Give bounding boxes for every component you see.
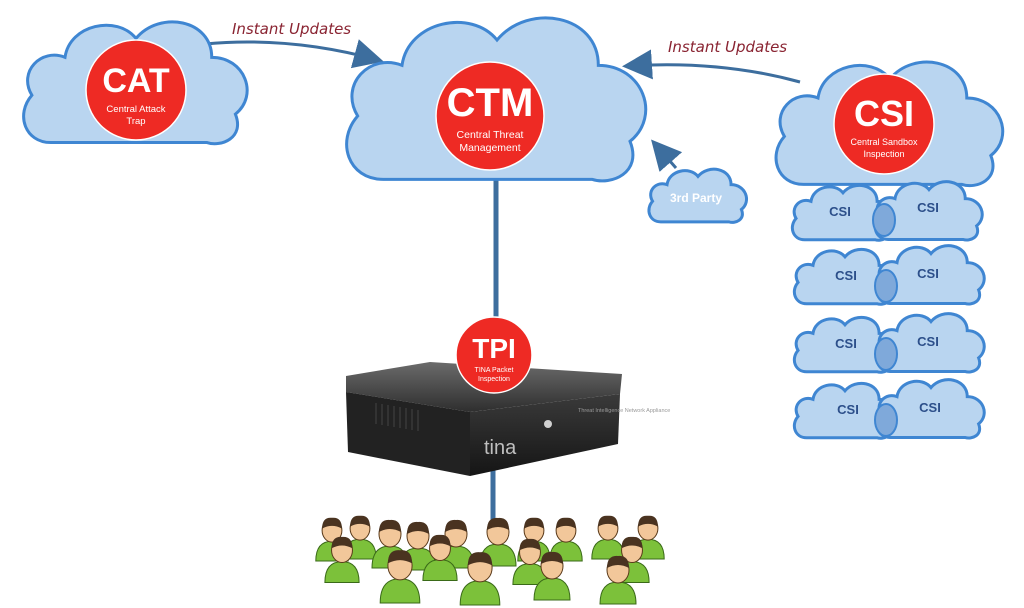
- csi-row-4: CSI CSI: [792, 377, 986, 440]
- cat-to-ctm-arrow: [204, 39, 384, 69]
- person-icon: [379, 550, 421, 604]
- csi-row-1-right: CSI: [917, 200, 939, 215]
- csi-row-1-left: CSI: [829, 204, 851, 219]
- csi-name-line2: Inspection: [863, 149, 904, 159]
- third-party-label: 3rd Party: [670, 191, 722, 205]
- ctm-badge: [435, 61, 545, 171]
- power-button: [544, 420, 552, 428]
- csi-row-4-right: CSI: [919, 400, 941, 415]
- csi-row-1: CSI CSI: [790, 179, 984, 242]
- csi-link-node: [872, 203, 896, 237]
- csi-badge: [833, 73, 935, 175]
- person-icon: [591, 515, 625, 560]
- instant-updates-right-label: Instant Updates: [668, 38, 787, 56]
- user-group-icon: [315, 515, 665, 606]
- csi-row-3: CSI CSI: [792, 311, 986, 374]
- csi-row-3-right: CSI: [917, 334, 939, 349]
- csi-link-node: [874, 337, 898, 371]
- ctm-abbr: CTM: [447, 81, 534, 125]
- ctm-name-line2: Management: [459, 142, 520, 154]
- csi-link-node: [874, 403, 898, 437]
- cat-badge: [85, 39, 187, 141]
- tpi-name-line1: TINA Packet: [475, 367, 514, 374]
- csi-grid: CSI CSI CSI CSI CSI CSI CSI CSI: [790, 179, 986, 440]
- device-brand: tina: [484, 437, 517, 459]
- person-icon: [324, 536, 360, 583]
- third-party-cloud: 3rd Party: [647, 167, 749, 225]
- person-icon: [422, 534, 458, 581]
- device-panel-text: Threat Intelligence Network Appliance: [578, 408, 670, 414]
- csi-row-2: CSI CSI: [792, 243, 986, 306]
- cat-name-line2: Trap: [126, 116, 145, 127]
- csi-link-node: [874, 269, 898, 303]
- csi-row-3-left: CSI: [835, 336, 857, 351]
- instant-updates-left-label: Instant Updates: [232, 20, 351, 38]
- third-party-to-ctm-arrow: [651, 139, 683, 172]
- person-icon: [533, 551, 571, 601]
- person-icon: [599, 555, 637, 605]
- csi-name-line1: Central Sandbox: [850, 137, 918, 147]
- csi-row-2-right: CSI: [917, 266, 939, 281]
- tpi-abbr: TPI: [472, 333, 516, 364]
- csi-row-2-left: CSI: [835, 268, 857, 283]
- cat-abbr: CAT: [102, 62, 170, 100]
- person-icon: [512, 538, 548, 585]
- cat-name-line1: Central Attack: [106, 104, 165, 115]
- csi-row-4-left: CSI: [837, 402, 859, 417]
- person-icon: [631, 515, 665, 560]
- csi-to-ctm-arrow: [622, 49, 801, 84]
- vent-slots: [375, 403, 419, 431]
- tpi-name-line2: Inspection: [478, 376, 510, 383]
- person-icon: [459, 552, 501, 606]
- ctm-name-line1: Central Threat: [457, 129, 524, 141]
- csi-cloud: CSI Central Sandbox Inspection: [776, 62, 1003, 186]
- csi-abbr: CSI: [854, 93, 914, 134]
- tpi-badge: TPI TINA Packet Inspection: [455, 316, 533, 394]
- ctm-cloud: CTM Central Threat Management: [347, 18, 646, 181]
- cat-cloud: CAT Central Attack Trap: [24, 22, 248, 144]
